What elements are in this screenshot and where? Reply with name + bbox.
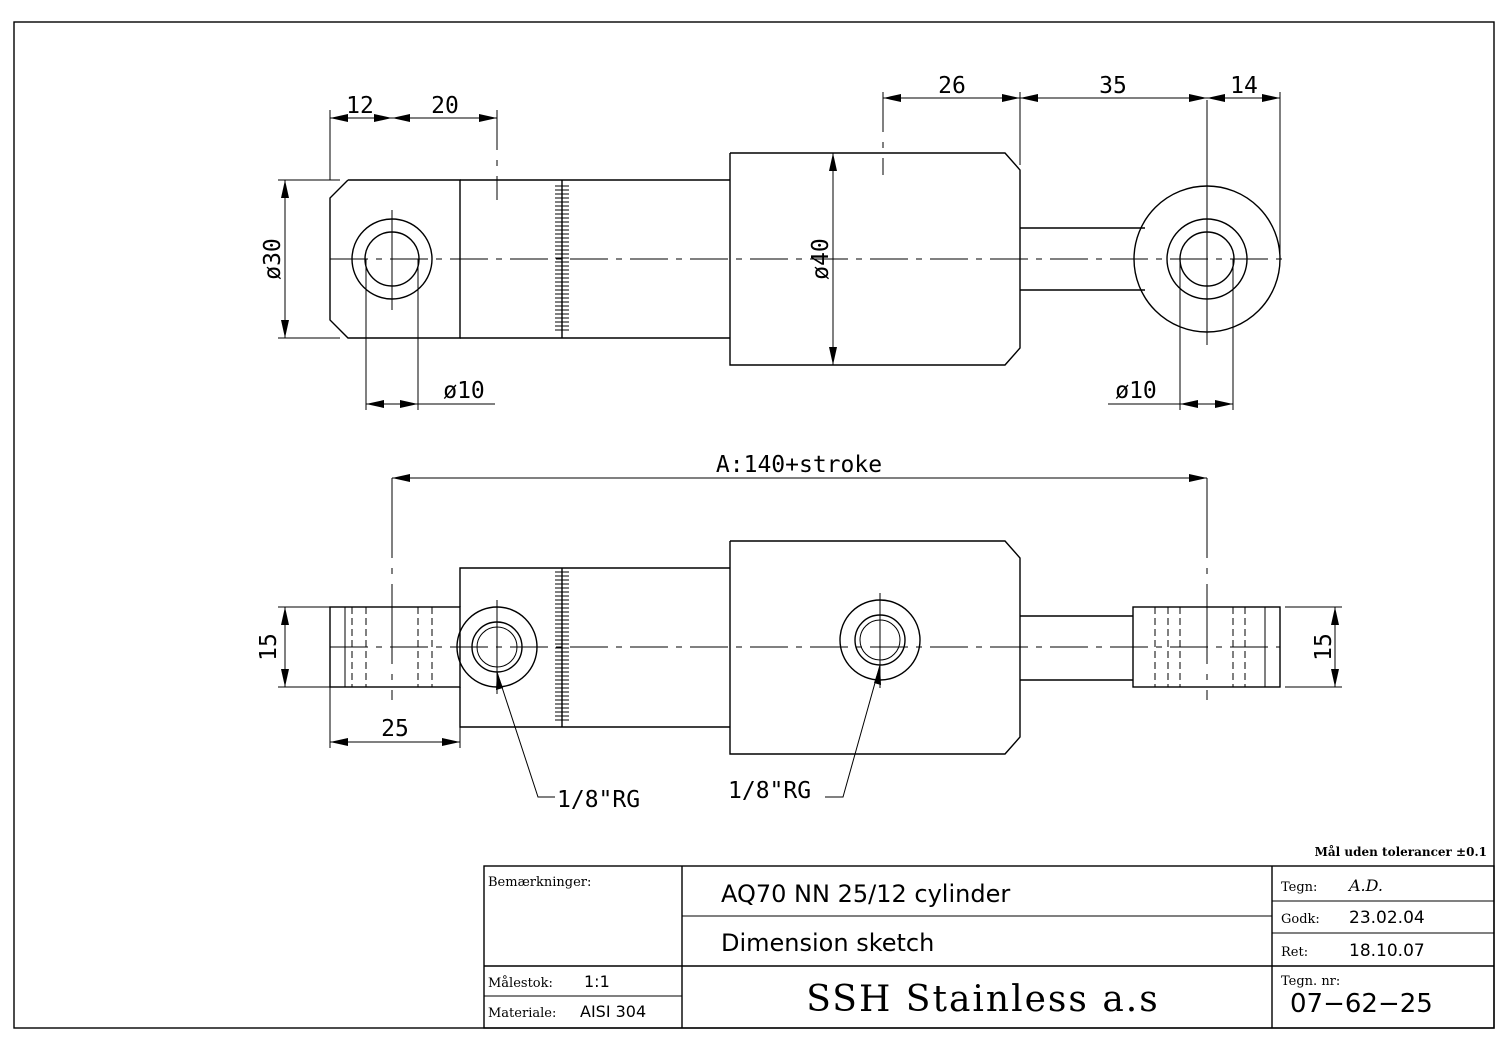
material-label: Materiale: xyxy=(488,1006,556,1021)
dim-15-right: 15 xyxy=(1311,633,1337,661)
dim-20: 20 xyxy=(431,93,459,119)
company-name: SSH Stainless a.s xyxy=(806,979,1159,1020)
revised-label: Ret: xyxy=(1281,945,1308,960)
dim-25: 25 xyxy=(381,716,409,742)
dim-dia40: ø40 xyxy=(808,238,834,280)
drawing-number: 07−62−25 xyxy=(1290,989,1433,1019)
scale-label: Målestok: xyxy=(488,975,553,991)
drawing-subtitle: Dimension sketch xyxy=(721,929,934,957)
dim-dia30: ø30 xyxy=(260,238,286,280)
approved-label: Godk: xyxy=(1281,912,1320,927)
drawing-title: AQ70 NN 25/12 cylinder xyxy=(721,880,1010,908)
drawing-number-label: Tegn. nr: xyxy=(1281,974,1340,989)
dim-dia10-right: ø10 xyxy=(1115,378,1157,404)
revised-value: 18.10.07 xyxy=(1349,941,1425,961)
title-block: Mål uden tolerancer ±0.1 Bemærkninger: A… xyxy=(483,844,1495,1029)
drawn-label: Tegn: xyxy=(1281,880,1317,895)
approved-value: 23.02.04 xyxy=(1349,908,1425,928)
scale-value: 1:1 xyxy=(584,972,610,991)
dim-15-left: 15 xyxy=(256,633,282,661)
knurl-marks xyxy=(555,185,569,331)
top-view: 12 20 26 35 14 ø30 ø40 ø10 xyxy=(260,73,1283,410)
side-view: A:140+stroke 15 15 25 1/8"RG 1/8"RG xyxy=(256,452,1342,813)
port-label-left: 1/8"RG xyxy=(557,787,640,813)
dim-35: 35 xyxy=(1099,73,1127,99)
drawn-value: A.D. xyxy=(1347,876,1383,895)
dim-26: 26 xyxy=(938,73,966,99)
knurl-marks xyxy=(555,571,569,721)
remarks-label: Bemærkninger: xyxy=(488,875,591,890)
material-value: AISI 304 xyxy=(580,1002,646,1021)
tolerance-note: Mål uden tolerancer ±0.1 xyxy=(1315,844,1487,859)
port-label-right: 1/8"RG xyxy=(728,778,811,804)
dim-overall: A:140+stroke xyxy=(716,452,882,478)
dim-12: 12 xyxy=(346,93,374,119)
dim-14: 14 xyxy=(1230,73,1258,99)
dim-dia10-left: ø10 xyxy=(443,378,485,404)
